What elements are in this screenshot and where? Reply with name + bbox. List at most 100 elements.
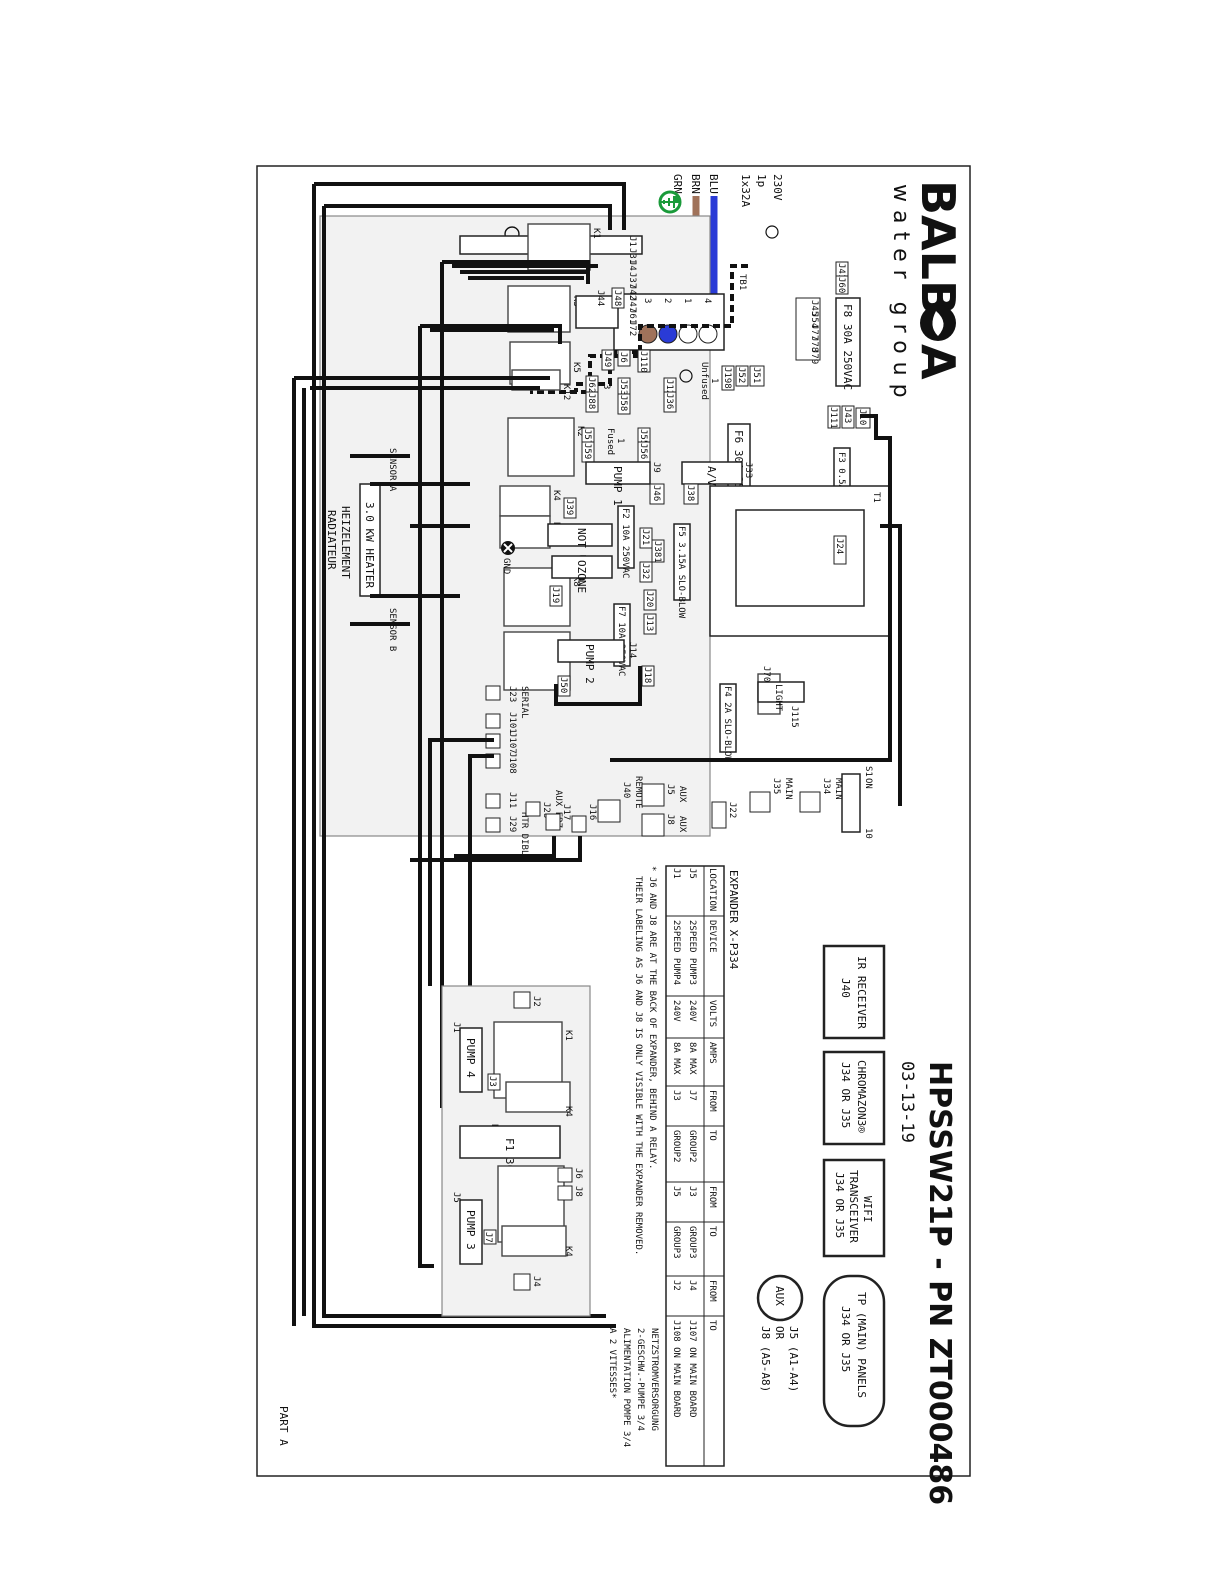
connector-labels: J1 J31 J4 J37 J42 J47 J61 J72	[627, 236, 637, 336]
expander-k1-label: K1	[563, 1030, 573, 1041]
rotated-content: BALB A water group HPSSW21P - PN ZT00048…	[277, 174, 965, 1505]
transformer-core	[735, 509, 865, 607]
wire	[610, 414, 892, 762]
expander-table: EXPANDER X-P334 LOCATION DEVICE VOLTS AM…	[607, 865, 740, 1467]
table-cell: J7	[687, 1090, 697, 1101]
connector-j48-label: J48	[612, 290, 622, 306]
fuse-f5	[673, 523, 691, 601]
connector-j31: J31	[627, 248, 637, 264]
aux8-label: AUX	[677, 816, 687, 833]
expander-j3-label: J3	[487, 1076, 497, 1087]
jumper-j54-label: J54	[809, 312, 819, 328]
fuse-f2	[617, 505, 635, 569]
device-light	[757, 681, 805, 703]
relay-k8	[503, 567, 571, 627]
page-title: HPSSW21P - PN ZT000486	[922, 1061, 957, 1505]
table-header-to: TO	[707, 1226, 717, 1237]
relay-k2-label: K2	[575, 426, 585, 437]
main35-label: MAIN	[783, 778, 793, 800]
panel-tp-line2: J34 OR J35	[839, 1306, 852, 1372]
wire-blu-label: BLU	[707, 174, 720, 194]
connector-j8	[641, 813, 665, 837]
connector-j32	[639, 561, 653, 583]
connector-j53-label: J53	[618, 379, 628, 395]
connector-j22	[711, 801, 727, 829]
brand-name-end: A	[911, 344, 965, 380]
connector-j56-label: J56	[638, 443, 648, 459]
expander-j4-label: J4	[531, 1276, 541, 1287]
expander-j2-label: J2	[531, 996, 541, 1007]
panel-aux-circle	[756, 1274, 804, 1322]
gnd-icon	[501, 541, 515, 555]
table-header-to: TO	[707, 1130, 717, 1141]
unfused-1-label: 1	[709, 378, 719, 383]
table-cell: J5	[671, 1186, 681, 1197]
connector-j35	[749, 791, 771, 813]
heater-label: 3.0 KW HEATER	[363, 502, 376, 588]
connector-j381	[651, 539, 665, 563]
connector-j72: J72	[627, 320, 637, 336]
connector-j48	[611, 287, 625, 309]
expander-k4a-label: K4	[563, 1106, 573, 1117]
table-header-location: LOCATION	[707, 868, 717, 911]
connector-j62-label: J62	[586, 377, 596, 393]
jumper-j36-label: J36	[664, 393, 674, 409]
table-note: THEIR LABELING AS J6 AND J8 IS ONLY VISI…	[633, 876, 643, 1255]
connector-j19	[549, 585, 563, 607]
device-av-label: A/V	[705, 466, 718, 486]
footer-part: PART A	[277, 1406, 290, 1446]
remote-label: REMOTE	[633, 776, 643, 809]
expander-j6	[557, 1167, 573, 1183]
connector-j101-label: J101	[507, 712, 517, 734]
wire	[442, 260, 590, 284]
connector-j8-label: J8	[665, 814, 675, 825]
device-av	[681, 461, 743, 485]
panel-aux-line2: OR	[773, 1326, 786, 1340]
table-note: * J6 AND J8 ARE AT THE BACK OF EXPANDER,…	[647, 866, 657, 1169]
panel-chroma-line2: J34 OR J35	[839, 1062, 852, 1128]
jumper-j60-label: J60	[836, 277, 846, 293]
mount-hole-icon	[679, 369, 693, 383]
dip-switch-s1	[841, 773, 861, 833]
connector-j44-label: J44	[595, 290, 605, 306]
expander-j5-label: J5	[451, 1192, 461, 1203]
connector-j18-label: J18	[642, 667, 652, 683]
jumper-j60	[835, 275, 849, 295]
connector-j107-label: J107	[507, 732, 517, 754]
connector-j40-label: J40	[621, 782, 631, 798]
connector-j381-label: J381	[652, 541, 662, 563]
panel-aux-line1: J5 (A1-A4)	[787, 1326, 800, 1392]
heater-de-label: HEIZELEMENT	[339, 506, 352, 579]
dip-switch-10-label: 10	[863, 828, 873, 839]
connector-j57-label: J57	[582, 429, 592, 445]
connector-j61: J61	[627, 308, 637, 324]
table-cell: 240V	[671, 1000, 681, 1022]
expander-j4	[513, 1273, 531, 1291]
panel-aux-label: AUX	[773, 1286, 786, 1306]
jumper-stack	[795, 297, 821, 361]
wire	[314, 182, 626, 230]
connector-j13-label: J13	[644, 615, 654, 631]
connector-j37: J37	[627, 272, 637, 288]
table-legend: A 2 VITESSES*	[607, 1328, 617, 1398]
connector-j58-label: J58	[618, 395, 628, 411]
jumper-j78-label: J78	[809, 336, 819, 352]
table-header-from: FROM	[707, 1186, 717, 1208]
relay-k2	[507, 417, 575, 477]
connector-j21	[639, 527, 653, 549]
device-ozone-label: OZONE	[575, 560, 588, 593]
table-header-amps: AMPS	[707, 1042, 717, 1064]
table-legend: 2-GESCHW.-PUMPE 3/4	[635, 1328, 645, 1431]
sensor-b-label: SENSOR B	[387, 608, 397, 651]
table-cell: J2	[671, 1280, 681, 1291]
connector-j49	[601, 349, 615, 371]
connector-j40	[597, 799, 621, 823]
jumper-j52	[735, 365, 749, 387]
expander-j8-label: J8	[573, 1186, 583, 1197]
table-cell: J108 ON MAIN BOARD	[671, 1320, 681, 1418]
heater-fr-label: RADIATEUR	[325, 510, 338, 570]
table-cell: GROUP2	[687, 1130, 697, 1163]
connector-j88-label: J88	[586, 393, 596, 409]
device-pump1	[585, 461, 651, 485]
connector-j44	[575, 295, 619, 329]
